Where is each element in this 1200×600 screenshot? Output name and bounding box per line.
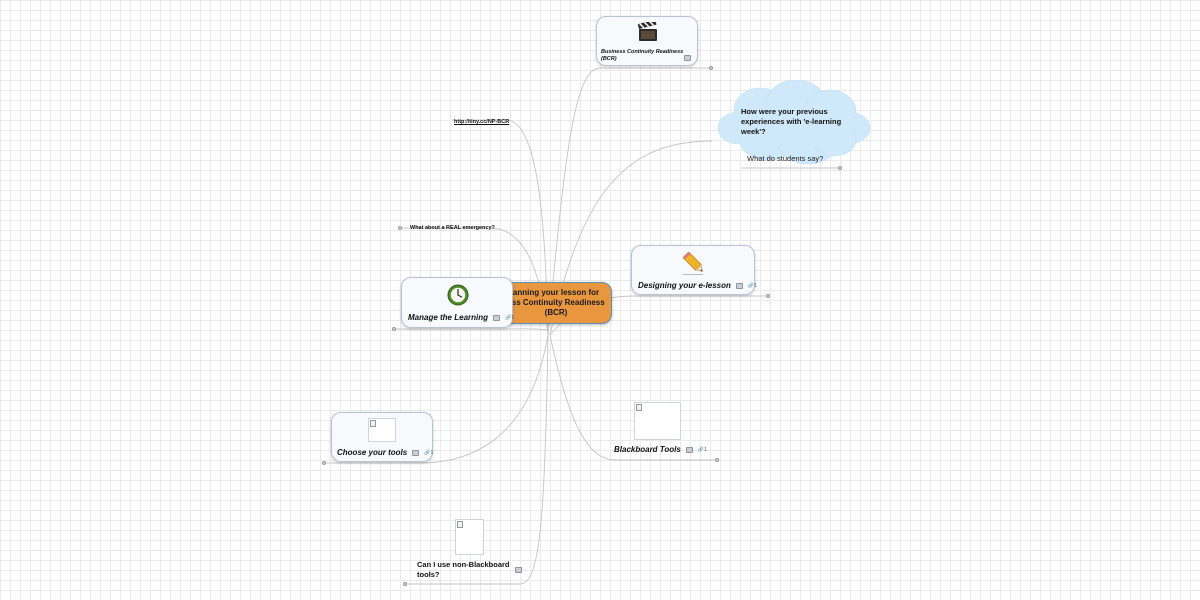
note-icon[interactable] [685, 446, 693, 453]
pencil-icon [682, 251, 703, 275]
topic-manage-label: Manage the Learning [408, 313, 489, 322]
link-count-badge[interactable]: 🔗1 [424, 449, 434, 456]
topic-designing[interactable]: Designing your e-lesson 🔗1 [631, 245, 757, 295]
collapse-handle[interactable] [709, 66, 713, 70]
note-icon[interactable] [493, 314, 501, 321]
topic-blackboard-label: Blackboard Tools [614, 445, 681, 454]
topic-designing-label: Designing your e-lesson [638, 281, 731, 290]
topic-cloud[interactable]: How were your previous experiences with … [718, 80, 872, 170]
collapse-handle[interactable] [766, 294, 770, 298]
link-count-badge[interactable]: 🔗1 [747, 282, 757, 289]
broken-image [368, 418, 396, 442]
connector-manage [394, 328, 549, 331]
central-topic-line3: (BCR) [544, 308, 568, 317]
broken-image-icon [370, 420, 376, 427]
central-topic-line2: ess Continuity Readiness [507, 298, 605, 307]
topic-blackboard[interactable]: Blackboard Tools 🔗1 [612, 400, 712, 460]
collapse-handle[interactable] [838, 166, 842, 170]
topic-nonbb-label-line1: Can I use non-Blackboard [417, 560, 510, 569]
topic-nonbb-label-line2: tools? [417, 570, 440, 579]
topic-students[interactable]: What do students say? [747, 154, 824, 163]
central-topic-line1: anning your lesson for [512, 288, 600, 297]
clock-icon [447, 284, 469, 306]
topic-emergency[interactable]: What about a REAL emergency? [410, 216, 495, 234]
collapse-handle[interactable] [715, 458, 719, 462]
collapse-handle[interactable] [403, 582, 407, 586]
note-icon[interactable] [412, 449, 420, 456]
film-clapper-icon [637, 22, 657, 41]
central-topic[interactable]: anning your lesson for ess Continuity Re… [498, 282, 612, 324]
link-count: 1 [430, 449, 434, 456]
note-icon[interactable] [515, 567, 522, 573]
broken-image-icon [636, 404, 642, 411]
hyperlink-text[interactable]: http://tiny.cc/NP-BCR [454, 119, 510, 125]
note-icon[interactable] [684, 55, 691, 61]
link-count: 1 [704, 446, 707, 453]
broken-image [455, 519, 484, 555]
topic-bcr-label-line1: Business Continuity Readiness [601, 49, 684, 55]
collapse-handle[interactable] [322, 461, 326, 465]
topic-non-blackboard[interactable]: Can I use non-Blackboard tools? [414, 517, 524, 583]
collapse-handle[interactable] [398, 226, 402, 230]
topic-emergency-label: What about a REAL emergency? [410, 225, 495, 231]
topic-choose-label: Choose your tools [337, 448, 408, 457]
broken-image [634, 402, 681, 440]
cloud-label: How were your previous experiences with … [741, 107, 842, 136]
cloud-shape [718, 80, 871, 165]
link-count-badge[interactable]: 🔗1 [697, 446, 707, 453]
topic-choose-tools[interactable]: Choose your tools 🔗1 [331, 412, 433, 462]
collapse-handle[interactable] [392, 327, 396, 331]
link-count-badge[interactable]: 🔗1 [505, 314, 515, 321]
link-count: 1 [754, 282, 757, 289]
note-icon[interactable] [735, 282, 743, 289]
topic-link[interactable]: http://tiny.cc/NP-BCR [454, 110, 509, 128]
broken-image-icon [457, 521, 463, 528]
topic-bcr-label-line2: (BCR) [601, 56, 617, 62]
topic-bcr[interactable]: Business Continuity Readiness (BCR) [596, 16, 698, 66]
topic-manage-learning[interactable]: Manage the Learning 🔗1 [401, 277, 515, 328]
link-count: 1 [511, 314, 515, 321]
